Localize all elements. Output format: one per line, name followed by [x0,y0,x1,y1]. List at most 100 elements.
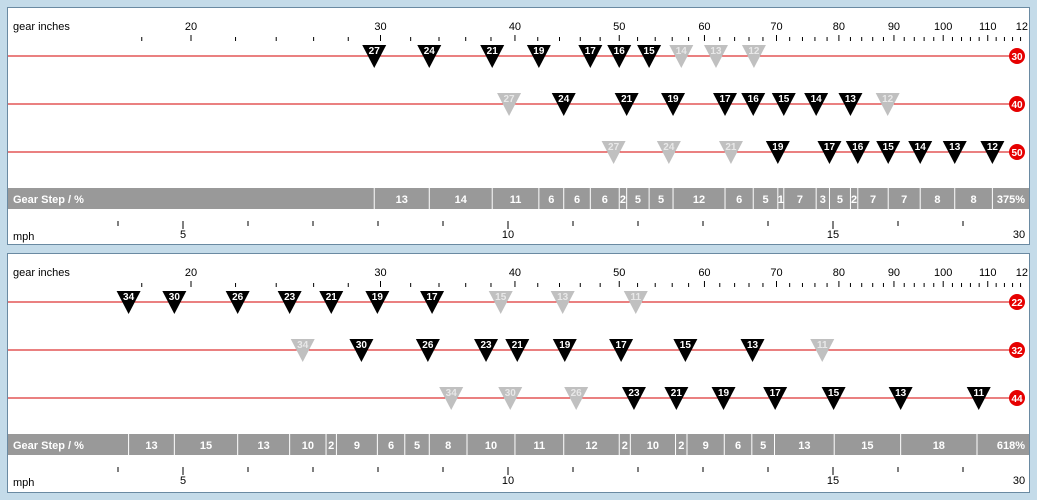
cog-marker[interactable]: 15 [771,93,796,116]
cog-marker[interactable]: 11 [810,339,835,362]
cog-triangle [966,387,991,410]
cog-triangle [498,387,523,410]
cog-marker[interactable]: 34 [439,387,464,410]
cog-triangle [711,387,736,410]
gear-tick-label: 90 [888,267,900,279]
cog-marker[interactable]: 27 [362,45,387,68]
gear-step-value: 6 [574,194,580,206]
gear-step-value: 2 [678,440,684,452]
cog-marker[interactable]: 19 [765,141,790,164]
cog-marker[interactable]: 21 [664,387,689,410]
cog-label: 34 [446,388,458,399]
gear-step-value: 10 [485,440,497,452]
cog-marker[interactable]: 16 [607,45,632,68]
gear-step-value: 7 [870,194,876,206]
cog-marker[interactable]: 13 [703,45,728,68]
gear-step-value: 18 [933,440,945,452]
cog-marker[interactable]: 14 [804,93,829,116]
cog-label: 15 [828,388,840,399]
cog-triangle [771,93,796,116]
cog-marker[interactable]: 24 [551,93,576,116]
cog-marker[interactable]: 19 [365,291,390,314]
cog-marker[interactable]: 12 [980,141,1005,164]
gear-step-value: 8 [934,194,940,206]
cog-marker[interactable]: 16 [741,93,766,116]
cog-marker[interactable]: 19 [552,339,577,362]
cog-marker[interactable]: 13 [740,339,765,362]
gear-step-value: 1 [778,194,784,206]
cog-marker[interactable]: 12 [875,93,900,116]
cog-marker[interactable]: 19 [711,387,736,410]
cog-marker[interactable]: 17 [609,339,634,362]
cog-triangle [763,387,788,410]
cog-label: 19 [559,340,571,351]
cog-triangle [703,45,728,68]
cog-marker[interactable]: 21 [480,45,505,68]
cog-marker[interactable]: 17 [763,387,788,410]
cog-marker[interactable]: 26 [225,291,250,314]
cog-label: 21 [671,388,683,399]
cog-marker[interactable]: 34 [290,339,315,362]
gear-step-value: 618% [997,440,1025,452]
cog-marker[interactable]: 27 [601,141,626,164]
cog-marker[interactable]: 17 [713,93,738,116]
cog-label: 21 [725,142,737,153]
cog-marker[interactable]: 21 [319,291,344,314]
cog-marker[interactable]: 14 [669,45,694,68]
gear-step-value: 10 [302,440,314,452]
cog-marker[interactable]: 13 [550,291,575,314]
cog-marker[interactable]: 24 [656,141,681,164]
cog-marker[interactable]: 30 [349,339,374,362]
cog-label: 15 [495,292,507,303]
cog-marker[interactable]: 24 [417,45,442,68]
cog-marker[interactable]: 21 [718,141,743,164]
cog-marker[interactable]: 15 [876,141,901,164]
cog-marker[interactable]: 27 [497,93,522,116]
cog-label: 17 [824,142,836,153]
cog-triangle [480,45,505,68]
cog-marker[interactable]: 21 [614,93,639,116]
cog-marker[interactable]: 11 [966,387,991,410]
cog-marker[interactable]: 17 [817,141,842,164]
cog-label: 15 [883,142,895,153]
cog-marker[interactable]: 30 [498,387,523,410]
gear-step-value: 13 [145,440,157,452]
cog-label: 26 [422,340,434,351]
cog-marker[interactable]: 26 [415,339,440,362]
cog-triangle [817,141,842,164]
cog-marker[interactable]: 15 [673,339,698,362]
cog-marker[interactable]: 14 [908,141,933,164]
mph-tick-label: 15 [827,229,839,241]
gear-step-value: 5 [760,440,766,452]
cog-marker[interactable]: 12 [741,45,766,68]
cog-marker[interactable]: 26 [564,387,589,410]
cog-marker[interactable]: 17 [578,45,603,68]
cog-label: 11 [817,340,828,351]
cog-marker[interactable]: 11 [623,291,648,314]
cog-marker[interactable]: 19 [661,93,686,116]
cog-marker[interactable]: 23 [621,387,646,410]
cog-marker[interactable]: 15 [637,45,662,68]
cog-marker[interactable]: 13 [942,141,967,164]
cog-marker[interactable]: 34 [116,291,141,314]
cog-marker[interactable]: 16 [845,141,870,164]
cog-triangle [277,291,302,314]
cog-triangle [225,291,250,314]
cog-marker[interactable]: 23 [277,291,302,314]
cog-marker[interactable]: 30 [162,291,187,314]
cog-marker[interactable]: 23 [474,339,499,362]
cog-marker[interactable]: 15 [821,387,846,410]
cog-marker[interactable]: 17 [420,291,445,314]
gear-tick-label: 12 [1016,21,1028,33]
cog-marker[interactable]: 19 [526,45,551,68]
cog-triangle [908,141,933,164]
cog-marker[interactable]: 15 [488,291,513,314]
cog-triangle [765,141,790,164]
cog-label: 21 [621,94,633,105]
cog-marker[interactable]: 13 [838,93,863,116]
gear-tick-label: 70 [770,21,782,33]
cog-label: 30 [356,340,368,351]
cog-marker[interactable]: 21 [505,339,530,362]
cog-marker[interactable]: 13 [888,387,913,410]
